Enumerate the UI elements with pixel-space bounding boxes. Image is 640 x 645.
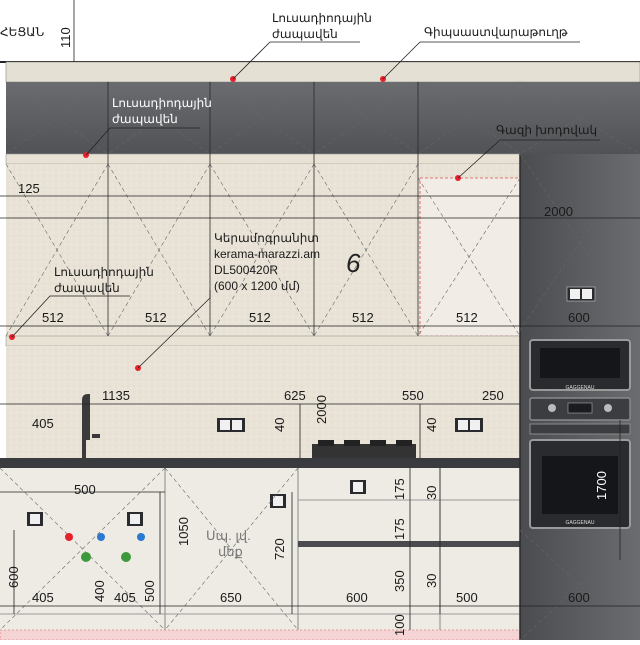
green-marker [121, 552, 131, 562]
socket-backsplash-right [455, 418, 483, 432]
oven-window [542, 456, 618, 514]
light-profile-mid-2: ժապավեն [112, 112, 178, 126]
green-marker [81, 552, 91, 562]
dim-400: 400 [92, 580, 107, 602]
dishwasher-label-1: Սպ. լվ. [206, 528, 251, 543]
dim-30-a: 30 [424, 486, 439, 500]
upper-wall-cabinets [6, 82, 640, 154]
dim-500-vertical: 500 [142, 580, 157, 602]
dim-720: 720 [272, 538, 287, 560]
dim-125: 125 [18, 181, 40, 196]
construction-diagonals [0, 81, 640, 641]
dim-2000-vertical: 2000 [314, 395, 329, 424]
dim-600-upper: 600 [568, 310, 590, 325]
dim-512-3: 512 [249, 310, 271, 325]
dim-40-a: 40 [272, 418, 287, 432]
oven-knob [604, 404, 612, 412]
dishwasher-label-2: մեք [218, 544, 243, 559]
light-profile-mid-1: Լուսադիոդային [112, 96, 212, 110]
dim-625: 625 [284, 388, 306, 403]
light-profile-low-2: ժապավեն [54, 281, 120, 295]
dim-40-b: 40 [424, 418, 439, 432]
mid-light-strip [5, 335, 521, 347]
ceramic-tile-line3: DL500420R [214, 263, 278, 277]
faucet-handle [92, 434, 100, 438]
ceramic-tile-line2: kerama-marazzi.am [214, 247, 320, 261]
socket-base-3 [270, 494, 286, 508]
dim-405-b: 405 [114, 590, 136, 605]
countertop [0, 458, 520, 468]
dim-600-left: 600 [6, 566, 21, 588]
dim-512-5: 512 [456, 310, 478, 325]
dim-250: 250 [482, 388, 504, 403]
backsplash-tile [6, 346, 520, 458]
light-profile-low-1: Լուսադիոդային [54, 265, 154, 279]
dim-1700: 1700 [594, 471, 609, 500]
handwritten-mark: 6 [346, 248, 361, 278]
dim-512-2: 512 [145, 310, 167, 325]
socket-backsplash-left [217, 418, 245, 432]
dim-550: 550 [402, 388, 424, 403]
ceramic-tile-line4: (600 x 1200 մմ) [214, 279, 300, 293]
light-profile-top-1: Լուսադիոդային [272, 11, 372, 25]
corner-label: ՀԵՑԱՆ [0, 25, 44, 39]
socket-base-2 [127, 512, 143, 526]
microwave-window [540, 348, 620, 378]
socket-base-1 [27, 512, 43, 526]
blue-marker [97, 533, 105, 541]
ceiling-plinth-label: Գիպսաստվարաթուղթ [424, 25, 568, 39]
dim-350: 350 [392, 570, 407, 592]
light-profile-top-2: ժապավեն [272, 27, 338, 41]
dim-405-top: 405 [32, 416, 54, 431]
dim-2000-top: 2000 [544, 204, 573, 219]
oven-knob [548, 404, 556, 412]
dim-100: 100 [392, 614, 407, 636]
faucet [82, 393, 90, 458]
socket-base-4 [350, 480, 366, 494]
dim-600-right: 600 [568, 590, 590, 605]
gas-hob [312, 440, 416, 458]
dim-110: 110 [58, 27, 73, 48]
dim-405-a: 405 [32, 590, 54, 605]
dim-650: 650 [220, 590, 242, 605]
oven-brand: GAGGENAU [566, 520, 595, 526]
warming-drawer [529, 423, 631, 435]
floor-plinth [0, 629, 521, 641]
dim-600-mid: 600 [346, 590, 368, 605]
ceiling-plinth [5, 61, 640, 83]
socket-tower [566, 286, 596, 302]
oven-display [567, 402, 593, 414]
glass-shelf-label: Գազի խոդովակ [496, 123, 597, 137]
drawer-handle-rail [298, 541, 520, 547]
dim-175-a: 175 [392, 478, 407, 500]
dim-512-4: 512 [352, 310, 374, 325]
dim-500-mid: 500 [456, 590, 478, 605]
dim-512-1: 512 [42, 310, 64, 325]
dim-1050: 1050 [176, 517, 191, 546]
microwave-brand: GAGGENAU [566, 385, 595, 391]
tall-oven-tower [520, 154, 640, 640]
ceramic-tile-line1: Կերամոգրանիտ [214, 231, 319, 245]
ceiling-area [0, 0, 640, 60]
dim-1135: 1135 [102, 388, 130, 403]
leader-lines [11, 41, 600, 369]
dim-500-top: 500 [74, 482, 96, 497]
dim-175-b: 175 [392, 518, 407, 540]
blue-marker [137, 533, 145, 541]
dimension-lines [0, 0, 640, 630]
dim-30-b: 30 [424, 574, 439, 588]
